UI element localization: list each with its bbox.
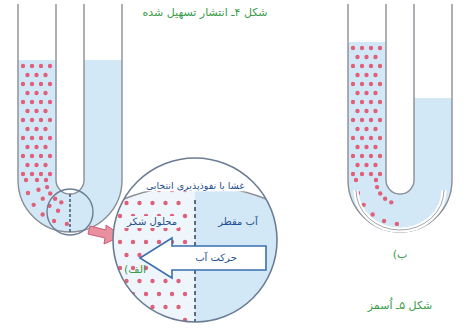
solution-label: محلول شکر bbox=[125, 216, 179, 228]
panel-label: ب) bbox=[391, 248, 410, 261]
u-tube-b bbox=[348, 4, 452, 232]
magnified-view bbox=[110, 150, 285, 329]
figure-caption: شکل ۴ـ انتشار تسهیل شده bbox=[140, 6, 269, 19]
u-tube-a bbox=[18, 4, 122, 235]
membrane-label: غشا با نفوذپذیری انتخابی bbox=[144, 180, 246, 191]
panel-label: الف) bbox=[122, 263, 148, 276]
water-label: آب مقطر bbox=[216, 216, 260, 228]
figure-caption: شکل ۵ـ اُسمز bbox=[368, 299, 432, 312]
arrow-label: حرکت آب bbox=[193, 252, 239, 264]
